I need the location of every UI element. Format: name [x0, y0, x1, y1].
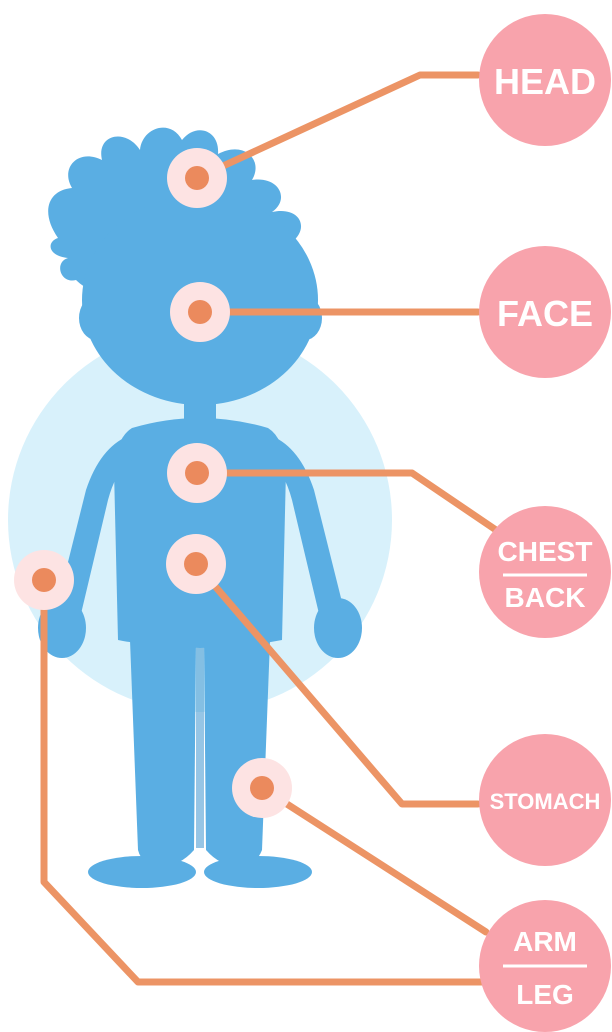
marker-chest [167, 443, 227, 503]
marker-leg [232, 758, 292, 818]
label-back: BACK [505, 582, 586, 613]
marker-face [170, 282, 230, 342]
label-face: FACE [497, 293, 593, 334]
label-leg: LEG [516, 979, 574, 1010]
label-stomach: STOMACH [490, 789, 601, 814]
badge-chest-back: CHEST BACK [479, 506, 611, 638]
connector-arm [262, 788, 486, 932]
label-head: HEAD [494, 61, 596, 102]
label-chest: CHEST [498, 536, 593, 567]
marker-stomach [166, 534, 226, 594]
badge-head: HEAD [479, 14, 611, 146]
badge-face: FACE [479, 246, 611, 378]
label-arm: ARM [513, 926, 577, 957]
leg-gap [196, 648, 204, 848]
marker-head [167, 148, 227, 208]
marker-hand [14, 550, 74, 610]
badge-arm-leg: ARM LEG [479, 900, 611, 1032]
badge-stomach: STOMACH [479, 734, 611, 866]
